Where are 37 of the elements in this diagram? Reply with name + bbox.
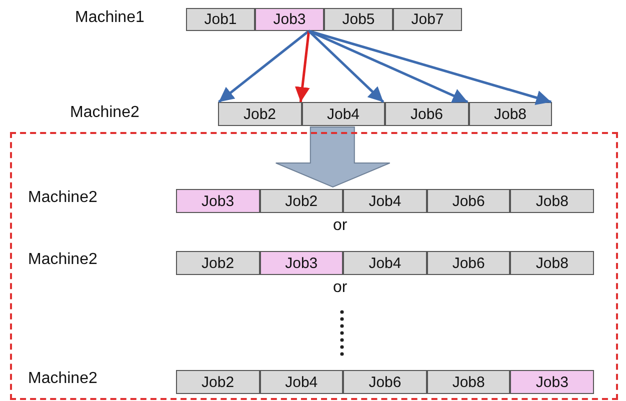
job-block: Job2 bbox=[176, 251, 260, 275]
job-block: Job6 bbox=[343, 370, 427, 394]
machine-label: Machine2 bbox=[28, 370, 98, 388]
job-block: Job2 bbox=[176, 370, 260, 394]
job-block: Job8 bbox=[468, 102, 552, 126]
job-block: Job7 bbox=[393, 8, 462, 31]
machine-label: Machine1 bbox=[75, 9, 144, 27]
job-block: Job3 bbox=[510, 370, 594, 394]
machine-label: Machine2 bbox=[70, 104, 140, 122]
job-block: Job8 bbox=[426, 370, 510, 394]
job-block: Job3 bbox=[176, 189, 260, 213]
job-block: Job8 bbox=[510, 251, 594, 275]
job-block: Job6 bbox=[426, 251, 510, 275]
arrow bbox=[308, 30, 384, 103]
job-block: Job2 bbox=[260, 189, 344, 213]
dashed-region-frame bbox=[10, 132, 618, 400]
job-block: Job8 bbox=[510, 189, 594, 213]
job-block: Job3 bbox=[260, 251, 344, 275]
or-text: or bbox=[333, 217, 348, 235]
arrow bbox=[308, 30, 468, 104]
arrow bbox=[294, 30, 310, 102]
job-block: Job4 bbox=[343, 251, 427, 275]
job-block: Job1 bbox=[186, 8, 255, 31]
job-block: Job5 bbox=[324, 8, 393, 31]
job-block: Job6 bbox=[426, 189, 510, 213]
arrow bbox=[218, 30, 310, 103]
arrow bbox=[308, 30, 552, 105]
job-block: Job4 bbox=[302, 102, 385, 126]
or-text: or bbox=[333, 279, 348, 297]
machine-label: Machine2 bbox=[28, 251, 98, 269]
job-block: Job2 bbox=[218, 102, 302, 126]
job-block: Job6 bbox=[385, 102, 468, 126]
machine-label: Machine2 bbox=[28, 189, 98, 207]
job-block: Job3 bbox=[255, 8, 324, 31]
job-block: Job4 bbox=[343, 189, 427, 213]
block-arrow bbox=[275, 126, 390, 188]
job-block: Job4 bbox=[260, 370, 344, 394]
